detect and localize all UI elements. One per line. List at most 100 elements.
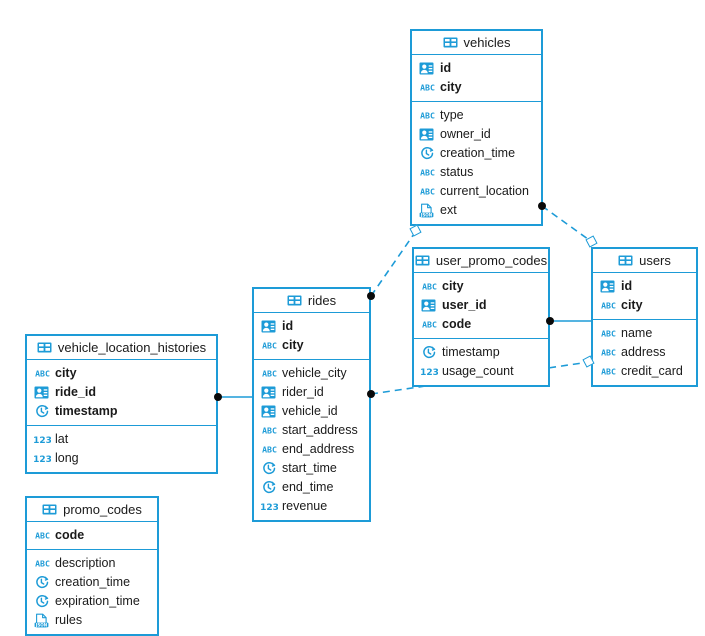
column-name: address xyxy=(621,345,666,360)
column-name: usage_count xyxy=(442,364,514,379)
svg-text:JSON: JSON xyxy=(35,622,48,627)
column-revenue[interactable]: 123 revenue xyxy=(254,497,369,516)
column-name: revenue xyxy=(282,499,328,514)
column-name: id xyxy=(282,319,294,334)
entity-title-users[interactable]: users xyxy=(593,249,696,273)
abc-icon: ABC xyxy=(421,317,437,332)
clock-icon xyxy=(421,345,436,360)
column-code[interactable]: ABC code xyxy=(414,315,548,334)
column-name: end_time xyxy=(282,480,334,495)
column-timestamp[interactable]: timestamp xyxy=(27,402,216,421)
relationship-vehicles-to-users xyxy=(541,205,593,243)
entity-title-vehicle_location_histories[interactable]: vehicle_location_histories xyxy=(27,336,216,360)
relationship-rides-to-vehicles xyxy=(370,230,417,297)
entity-title-promo_codes[interactable]: promo_codes xyxy=(27,498,157,522)
table-icon xyxy=(37,340,52,355)
svg-text:ABC: ABC xyxy=(262,426,277,436)
column-rules[interactable]: JSON rules xyxy=(27,611,157,630)
svg-text:123: 123 xyxy=(421,368,438,378)
column-name: code xyxy=(442,317,472,332)
column-name: ext xyxy=(440,203,457,218)
column-end_time[interactable]: end_time xyxy=(254,478,369,497)
column-name: rules xyxy=(55,613,83,628)
column-name: owner_id xyxy=(440,127,491,142)
column-creation_time[interactable]: creation_time xyxy=(27,573,157,592)
table-icon xyxy=(618,253,633,268)
column-status[interactable]: ABC status xyxy=(412,163,541,182)
abc-icon: ABC xyxy=(34,366,50,381)
entity-name: vehicle_location_histories xyxy=(57,340,207,355)
abc-icon: ABC xyxy=(600,326,616,341)
column-id[interactable]: id xyxy=(412,59,541,78)
entity-title-rides[interactable]: rides xyxy=(254,289,369,313)
column-creation_time[interactable]: creation_time xyxy=(412,144,541,163)
column-owner_id[interactable]: owner_id xyxy=(412,125,541,144)
number-icon: 123 xyxy=(261,499,278,514)
column-ride_id[interactable]: ride_id xyxy=(27,383,216,402)
column-usage_count[interactable]: 123 usage_count xyxy=(414,362,548,381)
svg-text:ABC: ABC xyxy=(35,531,50,541)
svg-text:ABC: ABC xyxy=(601,348,616,358)
column-user_id[interactable]: user_id xyxy=(414,296,548,315)
abc-icon: ABC xyxy=(600,364,616,379)
column-timestamp[interactable]: timestamp xyxy=(414,343,548,362)
id-card-icon xyxy=(419,127,434,142)
column-name: city xyxy=(442,279,464,294)
column-name: timestamp xyxy=(442,345,500,360)
column-address[interactable]: ABC address xyxy=(593,343,696,362)
entity-title-user_promo_codes[interactable]: user_promo_codes xyxy=(414,249,548,273)
column-vehicle_id[interactable]: vehicle_id xyxy=(254,402,369,421)
abc-icon: ABC xyxy=(34,556,50,571)
table-icon xyxy=(42,502,57,517)
clock-icon xyxy=(34,404,49,419)
column-id[interactable]: id xyxy=(254,317,369,336)
table-icon xyxy=(287,293,302,308)
column-id[interactable]: id xyxy=(593,277,696,296)
svg-text:ABC: ABC xyxy=(420,168,435,178)
clock-icon xyxy=(419,146,434,161)
connector-dot xyxy=(538,202,546,210)
id-card-icon xyxy=(600,279,615,294)
column-name: city xyxy=(282,338,304,353)
entity-title-vehicles[interactable]: vehicles xyxy=(412,31,541,55)
svg-text:ABC: ABC xyxy=(601,367,616,377)
table-icon xyxy=(415,253,430,268)
column-name: status xyxy=(440,165,474,180)
column-rider_id[interactable]: rider_id xyxy=(254,383,369,402)
svg-text:123: 123 xyxy=(34,455,51,465)
number-icon: 123 xyxy=(34,432,51,447)
id-card-icon xyxy=(421,298,436,313)
column-name: creation_time xyxy=(55,575,131,590)
column-start_time[interactable]: start_time xyxy=(254,459,369,478)
svg-text:ABC: ABC xyxy=(420,83,435,93)
column-expiration_time[interactable]: expiration_time xyxy=(27,592,157,611)
